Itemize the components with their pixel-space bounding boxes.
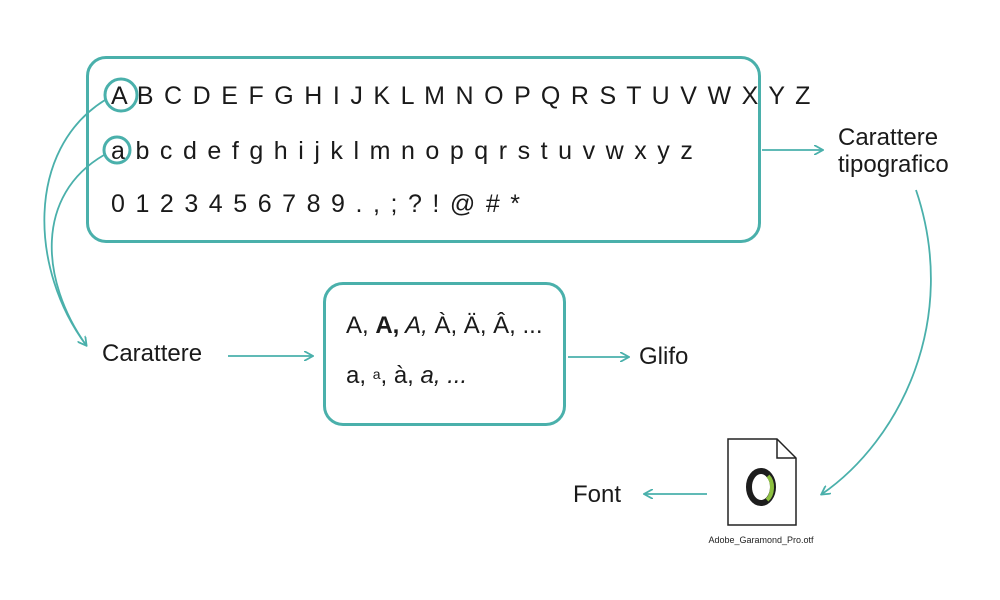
highlight-circle-uppercase	[103, 77, 139, 113]
glyph-line-lowercase: a, a, à, a, ...	[346, 362, 467, 390]
glyph-accented-a: À, Ä, Â, ...	[427, 312, 543, 339]
glyph-accented-lower-a: , à,	[380, 362, 421, 389]
glyph-italic-a: A,	[399, 312, 428, 339]
character-set-box	[86, 56, 761, 243]
glyph-superscript-a: a	[372, 366, 381, 382]
highlight-circle-lowercase	[102, 135, 132, 165]
font-file-icon: O	[727, 438, 797, 526]
glyph-plain-lower-a: a,	[346, 362, 373, 389]
glyph-italic-lower-a: a, ...	[420, 362, 468, 389]
file-name: Adobe_Garamond_Pro.otf	[708, 535, 814, 545]
glyph-plain-a: A,	[346, 312, 376, 339]
glyph-line-uppercase: A, A, A, À, Ä, Â, ...	[346, 312, 543, 340]
digits-and-symbols: 0 1 2 3 4 5 6 7 8 9 . , ; ? ! @ # *	[111, 190, 521, 218]
label-tipografico-line1: Carattere	[838, 124, 939, 151]
glyph-bold-a: A,	[375, 312, 400, 339]
label-carattere: Carattere	[102, 340, 203, 367]
lowercase-letters: a b c d e f g h i j k l m n o p q r s t …	[111, 137, 694, 165]
label-carattere-tipografico: Carattere tipografico	[838, 124, 949, 178]
label-tipografico-line2: tipografico	[838, 151, 949, 178]
glyph-examples-box	[323, 282, 566, 426]
label-glifo: Glifo	[639, 343, 689, 370]
arrow-tipografico-to-file	[822, 189, 932, 494]
uppercase-letters: A B C D E F G H I J K L M N O P Q R S T …	[111, 82, 812, 110]
arrow-lowercase-to-carattere	[50, 154, 105, 346]
label-font: Font	[573, 481, 622, 508]
